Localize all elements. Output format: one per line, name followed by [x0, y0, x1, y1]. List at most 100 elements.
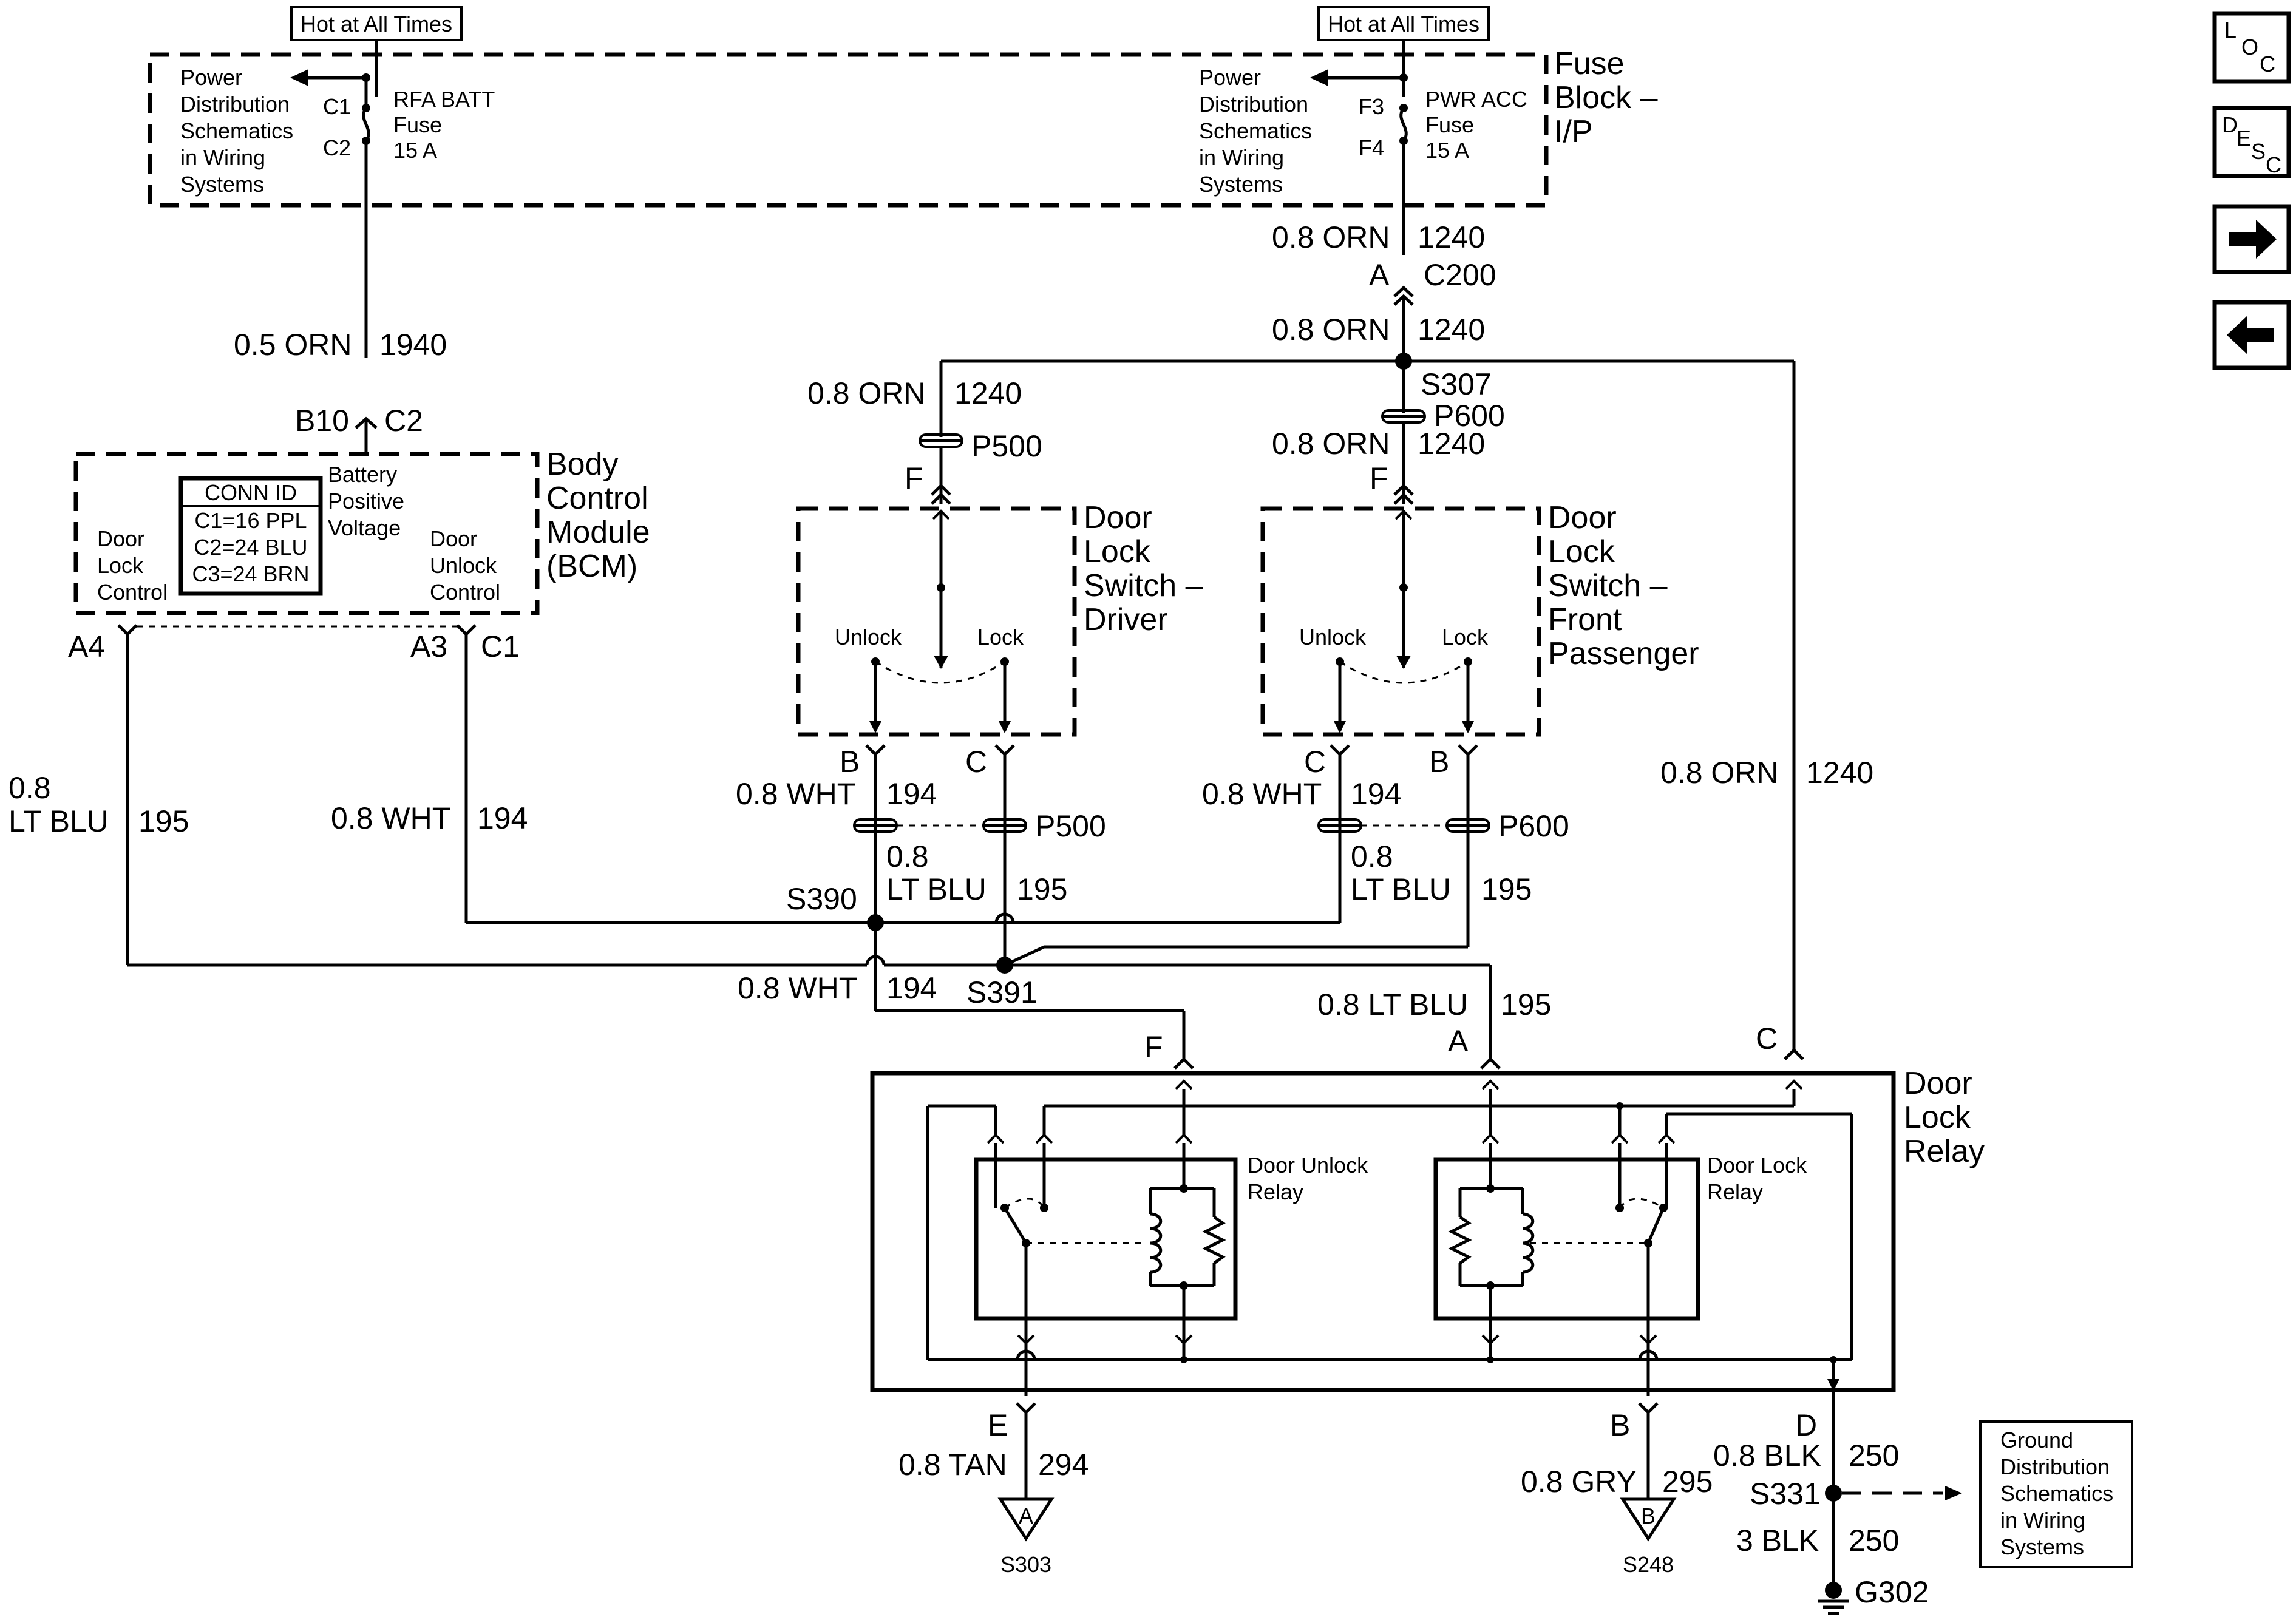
pass-wht-circuit: 194 [1351, 777, 1401, 811]
ground-icon [1818, 1599, 1849, 1615]
ground-ref-4: in Wiring [2000, 1508, 2085, 1533]
bcm-outline [73, 452, 540, 615]
unlock-relay-name-2: Relay [1248, 1179, 1303, 1204]
bcm-batt-3: Voltage [328, 515, 401, 540]
pass-switch-name-3: Switch – [1548, 568, 1668, 603]
bcm-unlock-2: Unlock [430, 553, 497, 578]
offpage-ref-a [997, 1497, 1055, 1542]
s307-label: S307 [1421, 367, 1492, 401]
conn-id-row-1: C1=16 PPL [194, 508, 307, 533]
wire-1240-driver-color: 0.8 ORN [807, 376, 926, 410]
relay-wht-color: 0.8 WHT [738, 971, 857, 1005]
s331-label: S331 [1750, 1477, 1821, 1511]
relay-name-2: Lock [1904, 1100, 1971, 1135]
next-button[interactable] [2212, 204, 2291, 274]
s390-label: S390 [786, 882, 857, 916]
bcm-unlock-3: Control [430, 580, 500, 605]
fuse-right-name-1: PWR ACC [1425, 87, 1527, 112]
relay-outline [870, 1071, 1896, 1392]
p500-top-label: P500 [971, 429, 1042, 463]
pass-pin-c: C [1304, 745, 1326, 779]
relay-pin-d: D [1795, 1408, 1817, 1442]
door-lock-switch-passenger: Unlock Lock Door Lock Switch – Front Pas… [1260, 500, 1699, 737]
p600-top-label: P600 [1434, 399, 1505, 433]
s303-label: S303 [1000, 1552, 1051, 1577]
fuse-pin-c2: C2 [323, 135, 351, 160]
bcm-name-1: Body [546, 447, 619, 482]
pwr-acc-fuse: Power Distribution Schematics in Wiring … [1199, 65, 1527, 255]
bcm-pin-a3: A3 [410, 629, 447, 663]
arrow-left-icon [1310, 69, 1328, 86]
relay-pin-c: C [1756, 1022, 1778, 1056]
wire-1240-right-circuit: 1240 [1806, 756, 1873, 790]
fuse-left-name-1: RFA BATT [393, 87, 495, 112]
hot-label-right: Hot at All Times [1328, 12, 1479, 36]
bcm-pin-a4: A4 [68, 629, 105, 663]
pass-blu-2: LT BLU [1351, 872, 1451, 906]
offpage-ref-b-label: B [1641, 1503, 1656, 1528]
fuse-pin-c1: C1 [323, 94, 351, 119]
desc-letter-c: C [2266, 152, 2281, 177]
s391-label: S391 [966, 975, 1038, 1009]
driver-pin-f: F [905, 461, 923, 495]
bcm-pin-c2: C2 [384, 404, 423, 438]
wire-1240-pass-color: 0.8 ORN [1272, 427, 1390, 461]
blk-color: 0.8 BLK [1713, 1439, 1821, 1473]
bcm-name-2: Control [546, 481, 648, 516]
bcm-lock-2: Lock [97, 553, 144, 578]
driver-unlock-label: Unlock [835, 625, 902, 649]
body-control-module: CONN ID C1=16 PPL C2=24 BLU C3=24 BRN Ba… [73, 447, 650, 615]
door-unlock-relay [974, 1157, 1238, 1321]
prev-button[interactable] [2212, 300, 2291, 370]
relay-pin-b: B [1610, 1408, 1630, 1442]
wire-195-left-2: LT BLU [8, 804, 109, 838]
tan-color: 0.8 TAN [898, 1448, 1007, 1482]
loc-button[interactable]: L O C [2212, 11, 2291, 84]
wire-195-left-circuit: 195 [138, 804, 189, 838]
arrow-left-icon [1945, 1486, 1962, 1500]
relay-blu-circuit: 195 [1501, 988, 1551, 1022]
bcm-name-4: (BCM) [546, 549, 637, 584]
pds-left-2: Distribution [180, 92, 290, 117]
connector-p600-bottom [1317, 818, 1490, 833]
loc-letter-c: C [2260, 52, 2275, 76]
fuse-block: Hot at All Times Hot at All Times Power … [148, 6, 1658, 358]
unlock-relay-name-1: Door Unlock [1248, 1153, 1368, 1178]
pass-switch-outline [1260, 506, 1541, 737]
offpage-ref-a-label: A [1019, 1503, 1033, 1528]
pds-left-3: Schematics [180, 118, 293, 143]
c200-pin-a: A [1369, 258, 1390, 292]
driver-switch-name-4: Driver [1084, 602, 1168, 637]
pass-switch-name-4: Front [1548, 602, 1622, 637]
driver-wht-color: 0.8 WHT [736, 777, 855, 811]
fuse-block-label-3: I/P [1554, 114, 1593, 149]
wire-1240-mid-circuit: 1240 [1418, 313, 1485, 347]
bcm-pin-c1: C1 [481, 629, 520, 663]
arrow-left-icon [290, 69, 308, 86]
fuse-right-name-2: Fuse [1425, 112, 1474, 137]
fuse-right-name-3: 15 A [1425, 138, 1469, 163]
bcm-pin-b10: B10 [295, 404, 349, 438]
conn-id-row-3: C3=24 BRN [192, 561, 309, 586]
bcm-batt-2: Positive [328, 489, 404, 514]
driver-switch-name-3: Switch – [1084, 568, 1203, 603]
gry-circuit: 295 [1662, 1465, 1713, 1499]
wire-1240-top-color: 0.8 ORN [1272, 220, 1390, 254]
c200-label: C200 [1424, 258, 1496, 292]
driver-blu-circuit: 195 [1017, 872, 1067, 906]
bcm-name-3: Module [546, 515, 650, 550]
door-lock-relay-coil [1433, 1157, 1700, 1321]
ground-ref-2: Distribution [2000, 1454, 2110, 1479]
pds-right-5: Systems [1199, 172, 1283, 197]
desc-letter-e: E [2237, 126, 2251, 151]
relay-name-1: Door [1904, 1066, 1972, 1101]
relay-wht-circuit: 194 [886, 971, 937, 1005]
lock-relay-name-2: Relay [1707, 1179, 1763, 1204]
desc-button[interactable]: D E S C [2212, 106, 2291, 178]
driver-pin-c: C [965, 745, 987, 779]
splice-s331 [1825, 1485, 1842, 1502]
pds-left-5: Systems [180, 172, 264, 197]
hot-label-left: Hot at All Times [301, 12, 452, 36]
offpage-ref-b [1620, 1497, 1677, 1542]
blk3-color: 3 BLK [1736, 1524, 1819, 1558]
